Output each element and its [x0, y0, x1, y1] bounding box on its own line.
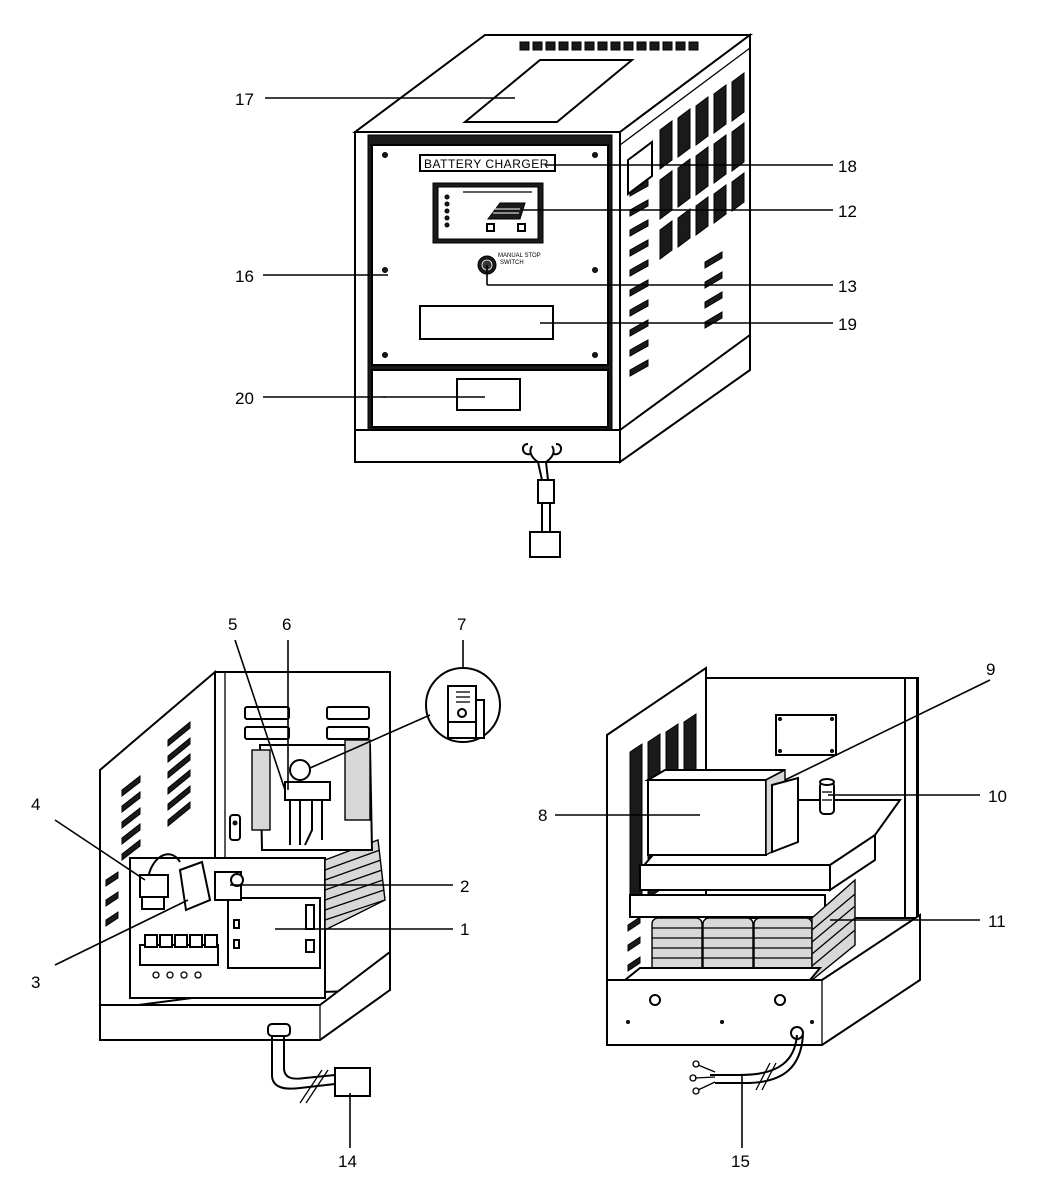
- callout-8: 8: [538, 806, 547, 825]
- side-vent-grille: [627, 72, 745, 377]
- transformer-assembly: [251, 739, 374, 851]
- contactor: [139, 874, 169, 898]
- callout-17: 17: [235, 90, 254, 109]
- battery-level-icon: [487, 202, 526, 220]
- callout-9: 9: [986, 660, 995, 679]
- output-cable: [522, 443, 562, 558]
- callout-15: 15: [731, 1152, 750, 1171]
- label-plate-lower: [419, 305, 554, 340]
- dc-output-cable: [267, 1023, 371, 1104]
- nameplate-text: BATTERY CHARGER: [424, 157, 549, 171]
- callout-10: 10: [988, 787, 1007, 806]
- capacitor: [819, 778, 835, 815]
- fuse-holder: [229, 814, 241, 841]
- top-vent-slots: [519, 41, 699, 51]
- callout-20: 20: [235, 389, 254, 408]
- charger-interior-left-view: [99, 667, 501, 1104]
- callout-14: 14: [338, 1152, 357, 1171]
- callout-4: 4: [31, 795, 40, 814]
- top-label-plate: [462, 59, 635, 123]
- main-transformer: [651, 878, 856, 982]
- display-button-right[interactable]: [517, 223, 526, 232]
- callout-19: 19: [838, 315, 857, 334]
- nameplate: [419, 154, 556, 172]
- dc-connector: [334, 1067, 371, 1097]
- lower-panel-window: [456, 378, 521, 411]
- callout-18: 18: [838, 157, 857, 176]
- relay: [178, 860, 212, 912]
- charger-interior-right-view: [606, 666, 921, 1095]
- charger-module: [647, 779, 767, 856]
- base-front: [354, 429, 621, 463]
- interior-vents: [105, 706, 370, 927]
- output-plug: [529, 531, 561, 558]
- module-bracket: [771, 776, 799, 854]
- callout-3: 3: [31, 973, 40, 992]
- callout-7: 7: [457, 615, 466, 634]
- callout-16: 16: [235, 267, 254, 286]
- callout-1: 1: [460, 920, 469, 939]
- indicator-leds: [444, 194, 450, 228]
- callout-2: 2: [460, 877, 469, 896]
- switch-label-line1: MANUAL STOP: [498, 253, 541, 259]
- charger-front-view: BATTERY CHARGER MANUAL STOP SWITCH: [351, 33, 754, 558]
- terminal-block: [139, 934, 219, 979]
- control-board: [227, 897, 321, 969]
- callout-12: 12: [838, 202, 857, 221]
- back-wall-plate: [775, 714, 837, 756]
- ac-input-cable: [689, 1034, 804, 1095]
- detail-bubble: [309, 667, 501, 769]
- callout-11: 11: [988, 912, 1006, 931]
- switch-label-line2: SWITCH: [500, 260, 524, 266]
- display-button-left[interactable]: [486, 223, 495, 232]
- callout-13: 13: [838, 277, 857, 296]
- mounting-rail: [639, 864, 831, 891]
- callout-6: 6: [282, 615, 291, 634]
- thermal-sensor: [289, 759, 311, 781]
- lower-rail: [629, 894, 826, 918]
- leader-lines: [54, 97, 991, 1148]
- callout-5: 5: [228, 615, 237, 634]
- callout-labels: 1 2 3 4 5 6 7 8 9 10 11 12 13 14 15 16 1…: [31, 90, 1007, 1171]
